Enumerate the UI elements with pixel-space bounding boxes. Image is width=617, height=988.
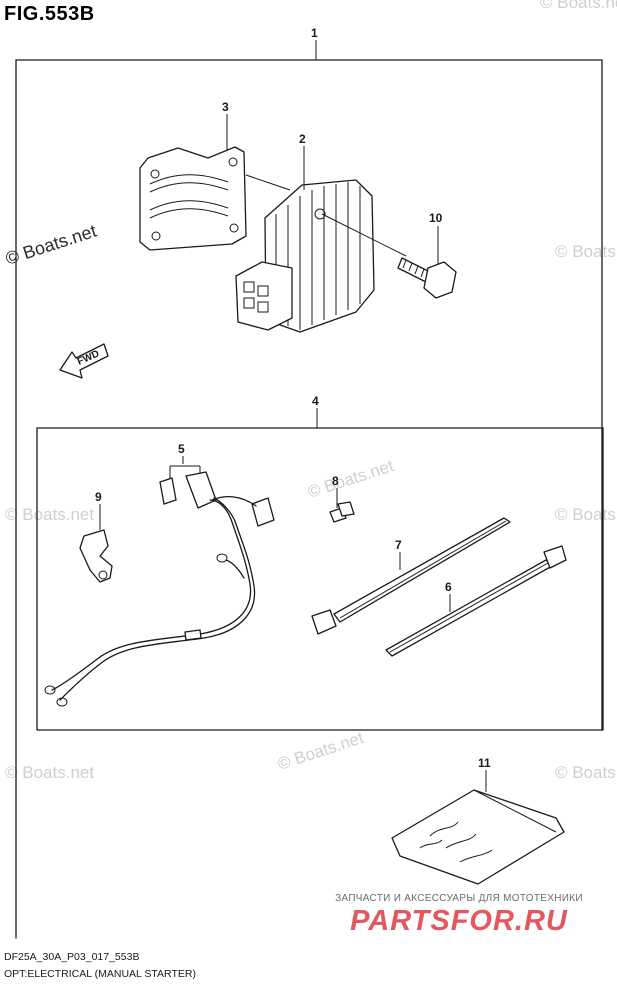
figure-description: OPT:ELECTRICAL (MANUAL STARTER) <box>4 968 196 980</box>
watermark-text: © Boats.net <box>5 763 94 782</box>
outer-box-top-right-edge <box>15 59 603 731</box>
inner-box <box>36 427 604 731</box>
regulator-part <box>235 179 375 333</box>
bag-part <box>391 789 565 885</box>
callout-6: 6 <box>445 580 452 594</box>
figure-code: DF25A_30A_P03_017_553B <box>4 951 140 963</box>
watermark-layer: © Boats.net © Boats.net © Boats.net © Bo… <box>3 0 617 782</box>
figure-title: FIG.553B <box>4 3 95 25</box>
watermark-text: © Boats.net <box>275 728 366 774</box>
watermark-text: © Boats.net <box>305 456 396 502</box>
watermark-text: © Boats.net <box>540 0 617 12</box>
callout-5: 5 <box>178 442 185 456</box>
callout-11: 11 <box>478 756 491 770</box>
shop-tagline: ЗАПЧАСТИ И АКСЕССУАРЫ ДЛЯ МОТОТЕХНИКИ <box>335 893 583 904</box>
watermark-text: © Boats.net <box>555 505 617 524</box>
watermark-text-dark: © Boats.net <box>3 221 99 269</box>
fwd-arrow-icon: FWD <box>59 343 109 379</box>
callout-2: 2 <box>299 132 306 146</box>
bolt-part <box>397 257 457 299</box>
bracket-part <box>139 146 247 251</box>
callout-10: 10 <box>429 211 443 225</box>
watermark-text: © Boats.net <box>5 505 94 524</box>
cable-tie-part-6 <box>385 545 567 657</box>
figure-caption: DF25A_30A_P03_017_553B OPT:ELECTRICAL (M… <box>4 949 196 983</box>
clamp-part <box>79 529 113 583</box>
watermark-text: © Boats.net <box>555 242 617 261</box>
bolt-alignment-line <box>321 213 407 257</box>
screw-part <box>329 501 355 523</box>
bracket-alignment-line <box>245 174 291 191</box>
callout-8: 8 <box>332 474 339 488</box>
shop-logo: PARTSFOR.RU <box>350 905 568 937</box>
wire-harness-part <box>44 471 275 707</box>
cable-tie-part-7 <box>311 517 511 635</box>
callout-9: 9 <box>95 490 102 504</box>
callout-3: 3 <box>222 100 229 114</box>
watermark-text: © Boats.net <box>555 763 617 782</box>
leader-line-5 <box>169 456 201 478</box>
callout-4: 4 <box>312 394 319 408</box>
callout-1: 1 <box>311 26 318 40</box>
shop-watermark: ЗАПЧАСТИ И АКСЕССУАРЫ ДЛЯ МОТОТЕХНИКИ PA… <box>309 893 609 938</box>
callout-7: 7 <box>395 538 402 552</box>
